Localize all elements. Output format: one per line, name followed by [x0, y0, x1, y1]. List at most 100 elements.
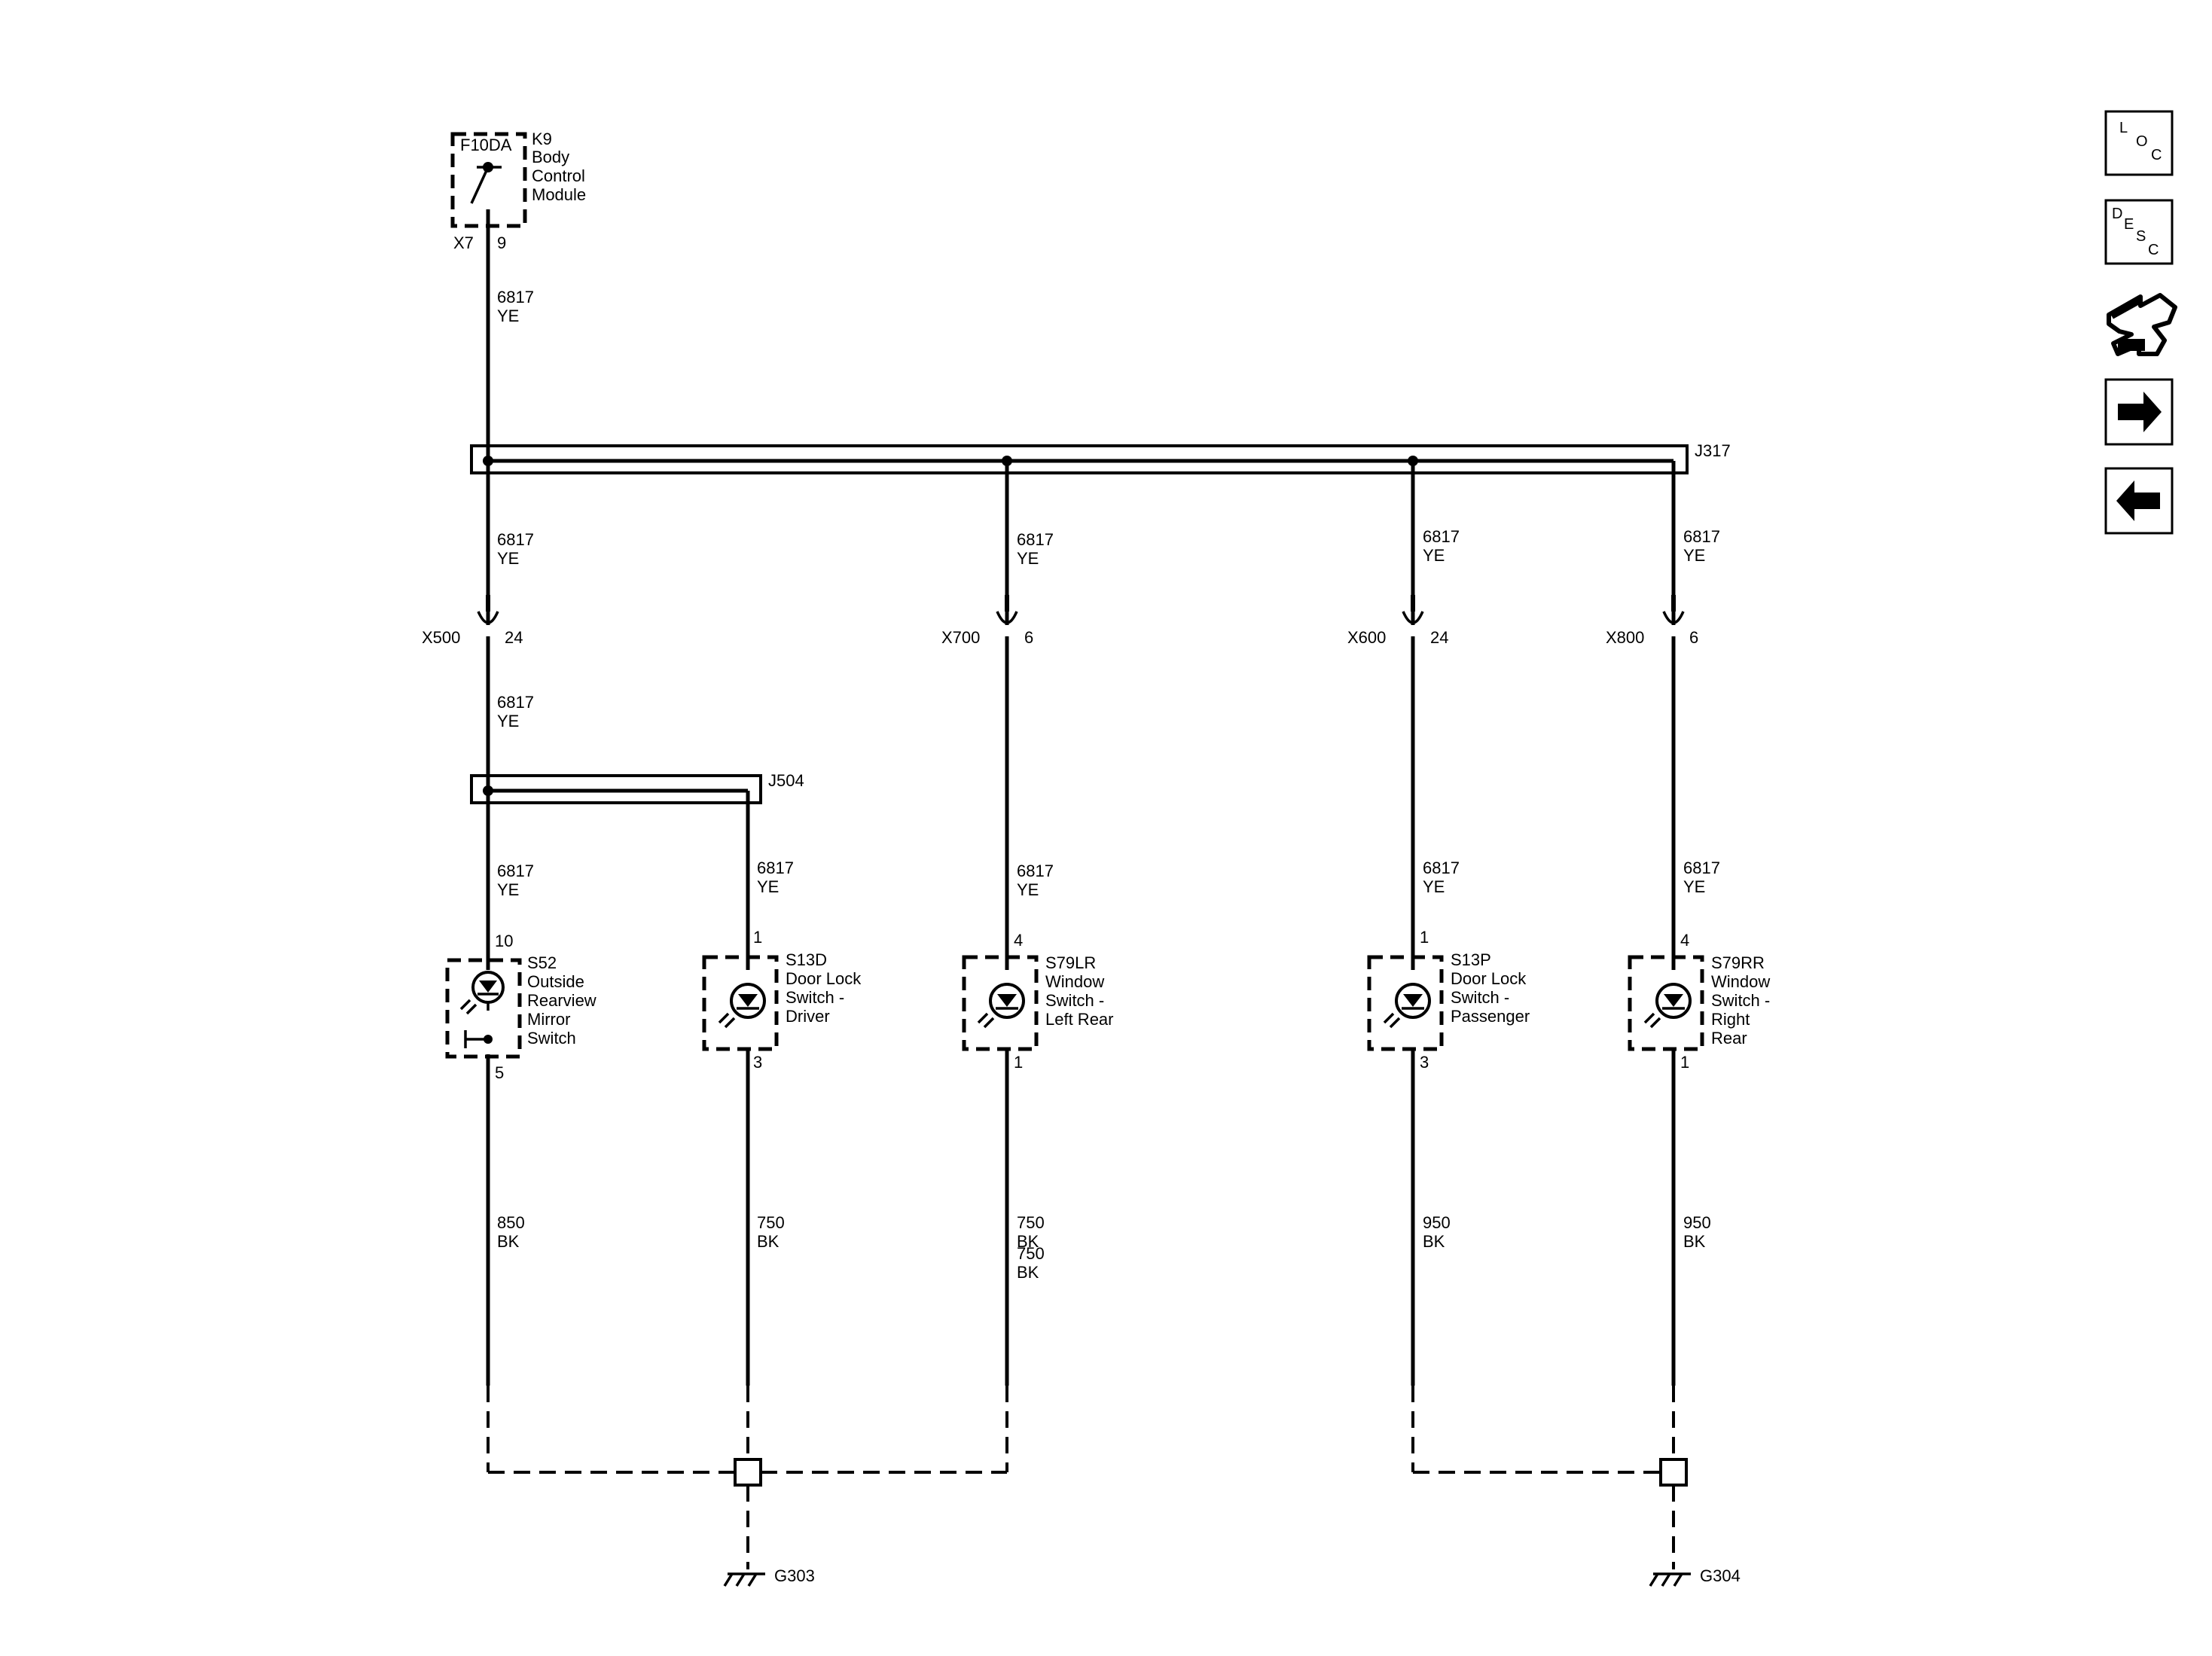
svg-text:3: 3: [1420, 1053, 1429, 1072]
svg-text:YE: YE: [1423, 546, 1445, 565]
svg-text:Switch -: Switch -: [1045, 991, 1104, 1010]
splice-j317-label: J317: [1695, 441, 1731, 460]
svg-text:D: D: [2112, 206, 2122, 222]
svg-text:O: O: [2136, 133, 2148, 150]
svg-text:950: 950: [1423, 1213, 1451, 1232]
svg-text:Passenger: Passenger: [1451, 1007, 1530, 1026]
svg-text:6817: 6817: [1017, 862, 1054, 880]
svg-text:10: 10: [495, 932, 513, 950]
svg-text:X500: X500: [422, 628, 460, 647]
splice-j504-label: J504: [768, 771, 804, 790]
svg-text:Door Lock: Door Lock: [786, 969, 862, 988]
svg-text:S79RR: S79RR: [1711, 953, 1765, 972]
svg-text:6817: 6817: [1423, 858, 1460, 877]
svg-text:6817: 6817: [1017, 530, 1054, 549]
svg-text:BK: BK: [1423, 1232, 1445, 1251]
module-name-line-2: Control: [532, 166, 585, 185]
svg-text:YE: YE: [1683, 546, 1705, 565]
svg-text:Door Lock: Door Lock: [1451, 969, 1527, 988]
svg-text:C: C: [2148, 242, 2159, 258]
svg-text:S13D: S13D: [786, 950, 827, 969]
svg-text:850: 850: [497, 1213, 525, 1232]
ground-g304: G304: [1411, 1386, 1741, 1587]
svg-text:950: 950: [1683, 1213, 1711, 1232]
svg-text:YE: YE: [1017, 549, 1039, 568]
switch-s13d: 1 S13D Door Lock Switch - Driver 3: [702, 928, 862, 1072]
svg-text:6817: 6817: [1683, 858, 1720, 877]
svg-text:YE: YE: [1683, 877, 1705, 896]
desc-button[interactable]: D E S C: [2104, 199, 2174, 265]
svg-text:5: 5: [495, 1063, 504, 1082]
svg-text:S52: S52: [527, 953, 557, 972]
svg-text:E: E: [2124, 216, 2134, 233]
svg-text:X600: X600: [1347, 628, 1386, 647]
svg-text:3: 3: [753, 1053, 762, 1072]
svg-text:BK: BK: [1683, 1232, 1706, 1251]
svg-text:Left Rear: Left Rear: [1045, 1010, 1114, 1029]
svg-text:6817: 6817: [497, 862, 534, 880]
svg-text:YE: YE: [497, 712, 519, 730]
inline-connector-x600: X600 24: [1347, 595, 1448, 647]
svg-text:6817: 6817: [497, 288, 534, 306]
module-name-line-3: Module: [532, 185, 586, 204]
svg-text:750: 750: [1017, 1244, 1045, 1263]
inline-connector-x500: X500 24: [422, 595, 523, 647]
loc-button[interactable]: L O C: [2104, 110, 2174, 176]
svg-text:Rear: Rear: [1711, 1029, 1747, 1048]
component-connector-icon[interactable]: [2107, 293, 2177, 356]
body-control-module: F10DA K9 Body Control Module X7 9: [450, 130, 586, 252]
svg-text:G303: G303: [774, 1566, 815, 1585]
svg-text:4: 4: [1014, 931, 1023, 950]
module-pin-name: F10DA: [460, 136, 512, 154]
svg-text:24: 24: [1430, 628, 1448, 647]
svg-text:G304: G304: [1700, 1566, 1741, 1585]
svg-text:6817: 6817: [497, 693, 534, 712]
ground-g303: G303: [487, 1386, 1008, 1587]
svg-text:24: 24: [505, 628, 523, 647]
svg-text:1: 1: [1420, 928, 1429, 947]
splice-j504: J504: [470, 771, 804, 804]
svg-text:YE: YE: [1423, 877, 1445, 896]
svg-text:YE: YE: [497, 549, 519, 568]
switch-s79rr: 4 S79RR Window Switch - Right Rear 1: [1628, 931, 1770, 1072]
svg-text:X800: X800: [1606, 628, 1644, 647]
svg-text:Driver: Driver: [786, 1007, 830, 1026]
svg-text:L: L: [2119, 120, 2128, 136]
svg-text:Right: Right: [1711, 1010, 1750, 1029]
svg-text:6817: 6817: [757, 858, 794, 877]
switch-s13p: 1 S13P Door Lock Switch - Passenger 3: [1367, 928, 1530, 1072]
svg-text:S13P: S13P: [1451, 950, 1491, 969]
svg-text:Rearview: Rearview: [527, 991, 596, 1010]
svg-text:X700: X700: [941, 628, 980, 647]
svg-text:1: 1: [1680, 1053, 1689, 1072]
module-name-line-1: Body: [532, 148, 569, 166]
svg-text:Window: Window: [1045, 972, 1104, 991]
inline-connector-x800: X800 6: [1606, 595, 1698, 647]
wires: [486, 226, 1676, 1386]
svg-text:YE: YE: [757, 877, 779, 896]
svg-text:YE: YE: [497, 306, 519, 325]
svg-text:YE: YE: [1017, 880, 1039, 899]
svg-text:6817: 6817: [1423, 527, 1460, 546]
svg-text:Mirror: Mirror: [527, 1010, 570, 1029]
svg-text:Outside: Outside: [527, 972, 584, 991]
arrow-right-icon[interactable]: [2104, 378, 2174, 446]
svg-text:1: 1: [1014, 1053, 1023, 1072]
svg-text:6: 6: [1024, 628, 1033, 647]
svg-text:Window: Window: [1711, 972, 1770, 991]
module-connector: X7: [453, 233, 474, 252]
svg-text:Switch -: Switch -: [1711, 991, 1770, 1010]
arrow-left-icon[interactable]: [2104, 467, 2174, 535]
svg-text:1: 1: [753, 928, 762, 947]
svg-text:BK: BK: [497, 1232, 520, 1251]
svg-text:BK: BK: [1017, 1263, 1039, 1282]
module-ref: K9: [532, 130, 552, 148]
svg-text:4: 4: [1680, 931, 1689, 950]
svg-text:750: 750: [757, 1213, 785, 1232]
svg-text:Switch: Switch: [527, 1029, 576, 1048]
svg-text:C: C: [2151, 147, 2162, 163]
svg-text:6: 6: [1689, 628, 1698, 647]
